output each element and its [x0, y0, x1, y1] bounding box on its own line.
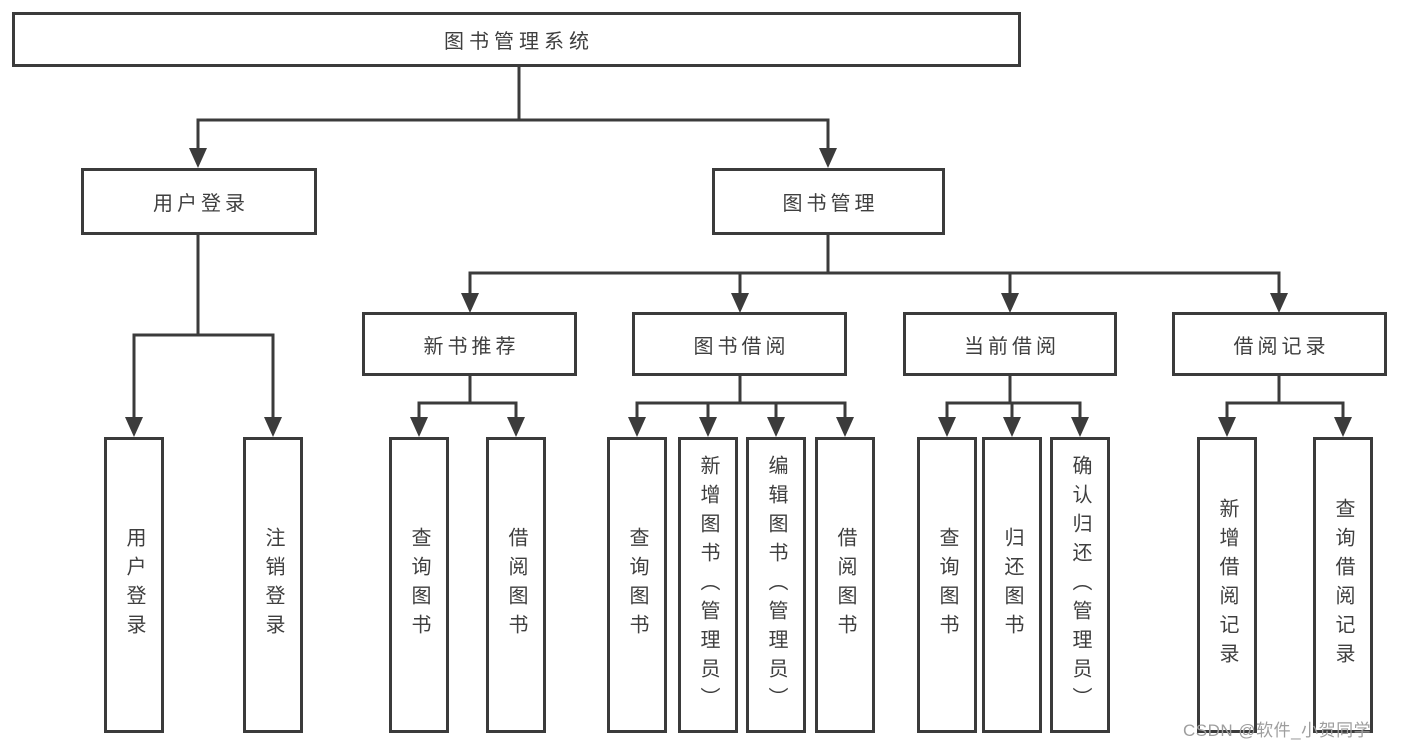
leaf-current-confirm-return-label: 确认归还（管理员）: [1069, 454, 1091, 716]
leaf-logout-label: 注销登录: [262, 527, 284, 643]
leaf-borrow-add-books-box: 新增图书（管理员）: [678, 437, 738, 733]
leaf-borrow-query-books-box: 查询图书: [607, 437, 667, 733]
leaf-records-add-record-label: 新增借阅记录: [1216, 498, 1238, 672]
leaf-recommend-borrow-books-box: 借阅图书: [486, 437, 546, 733]
leaf-user-login-label: 用户登录: [123, 527, 145, 643]
leaf-borrow-edit-books-label: 编辑图书（管理员）: [765, 454, 787, 716]
leaf-logout-box: 注销登录: [243, 437, 303, 733]
leaf-records-query-record-box: 查询借阅记录: [1313, 437, 1373, 733]
root-label: 图书管理系统: [444, 31, 594, 53]
watermark: CSDN @软件_小贺同学: [1183, 721, 1372, 740]
leaf-borrow-edit-books-box: 编辑图书（管理员）: [746, 437, 806, 733]
leaf-borrow-query-books-label: 查询图书: [626, 527, 648, 643]
category-book-borrow-box: 图书借阅: [632, 312, 847, 376]
category-current-borrow-label: 当前借阅: [964, 335, 1060, 358]
category-borrow-records-box: 借阅记录: [1172, 312, 1387, 376]
leaf-current-query-books-box: 查询图书: [917, 437, 977, 733]
root-box: 图书管理系统: [12, 12, 1021, 67]
branch-user-login-label: 用户登录: [153, 193, 249, 215]
leaf-recommend-borrow-books-label: 借阅图书: [505, 527, 527, 643]
leaf-current-return-books-label: 归还图书: [1001, 527, 1023, 643]
leaf-borrow-borrow-books-label: 借阅图书: [834, 527, 856, 643]
leaf-records-add-record-box: 新增借阅记录: [1197, 437, 1257, 733]
leaf-user-login-box: 用户登录: [104, 437, 164, 733]
leaf-recommend-query-books-label: 查询图书: [408, 527, 430, 643]
category-new-book-recommend-label: 新书推荐: [423, 335, 520, 358]
leaf-borrow-borrow-books-box: 借阅图书: [815, 437, 875, 733]
branch-book-management-box: 图书管理: [712, 168, 945, 235]
branch-book-management-label: 图书管理: [782, 193, 879, 215]
leaf-borrow-add-books-label: 新增图书（管理员）: [697, 454, 719, 716]
leaf-recommend-query-books-box: 查询图书: [389, 437, 449, 733]
leaf-records-query-record-label: 查询借阅记录: [1332, 498, 1354, 672]
category-new-book-recommend-box: 新书推荐: [362, 312, 577, 376]
leaf-current-confirm-return-box: 确认归还（管理员）: [1050, 437, 1110, 733]
leaf-current-return-books-box: 归还图书: [982, 437, 1042, 733]
category-current-borrow-box: 当前借阅: [903, 312, 1117, 376]
branch-user-login-box: 用户登录: [81, 168, 317, 235]
category-book-borrow-label: 图书借阅: [693, 335, 790, 358]
leaf-current-query-books-label: 查询图书: [936, 527, 958, 643]
category-borrow-records-label: 借阅记录: [1233, 335, 1330, 358]
